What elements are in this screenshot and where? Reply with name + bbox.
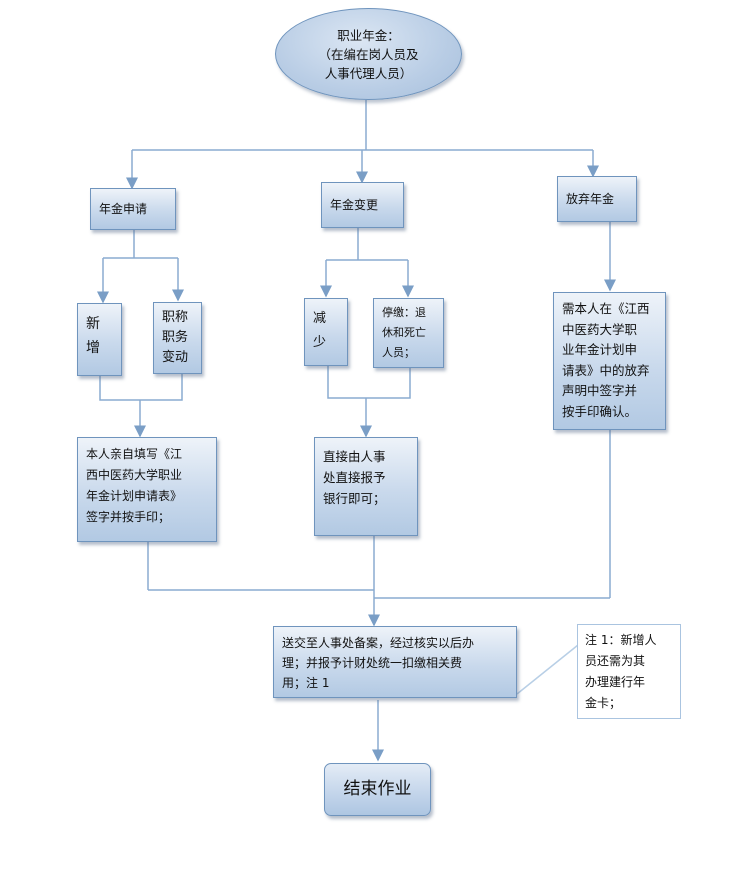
node-annuity-change-label: 年金变更 — [330, 198, 379, 212]
node-decrease: 减 少 — [304, 298, 348, 366]
node-new-hire: 新 增 — [77, 303, 122, 376]
node-title-change: 职称 职务 变动 — [153, 302, 202, 374]
connector-apply-merge — [99, 374, 183, 401]
node-new-hire-label: 新 增 — [86, 316, 100, 356]
note-1: 注 1：新增人 员还需为其 办理建行年 金卡； — [577, 624, 681, 719]
node-submit-to-hr-label: 送交至人事处备案，经过核实以后办 理；并报予计财处统一扣缴相关费 用；注 1 — [282, 636, 475, 690]
node-waive-action-label: 需本人在《江西 中医药大学职 业年金计划申 请表》中的放弃 声明中签字并 按手印… — [562, 301, 650, 419]
node-decrease-label: 减 少 — [313, 311, 327, 350]
node-title-change-label: 职称 职务 变动 — [162, 310, 189, 365]
end-node: 结束作业 — [324, 763, 431, 816]
node-annuity-apply-label: 年金申请 — [99, 202, 148, 216]
connector-change-merge — [327, 366, 411, 399]
node-change-action: 直接由人事 处直接报予 银行即可； — [314, 437, 418, 536]
start-node-occupational-annuity: 职业年金： （在编在岗人员及 人事代理人员） — [275, 8, 462, 100]
node-apply-action-label: 本人亲自填写《江 西中医药大学职业 年金计划申请表》 签字并按手印； — [86, 447, 183, 524]
node-waive-action: 需本人在《江西 中医药大学职 业年金计划申 请表》中的放弃 声明中签字并 按手印… — [553, 292, 666, 430]
node-suspend: 停缴：退 休和死亡 人员； — [373, 298, 444, 368]
connector-bottom-merge — [148, 589, 610, 599]
node-submit-to-hr: 送交至人事处备案，经过核实以后办 理；并报予计财处统一扣缴相关费 用；注 1 — [273, 626, 517, 698]
node-annuity-change: 年金变更 — [321, 182, 404, 228]
node-annuity-waive-label: 放弃年金 — [566, 192, 615, 206]
note-callout-line — [516, 644, 579, 695]
note-1-label: 注 1：新增人 员还需为其 办理建行年 金卡； — [585, 633, 657, 710]
node-change-action-label: 直接由人事 处直接报予 银行即可； — [323, 449, 386, 506]
end-node-label: 结束作业 — [343, 779, 412, 799]
node-annuity-apply: 年金申请 — [90, 188, 176, 230]
node-suspend-label: 停缴：退 休和死亡 人员； — [382, 306, 426, 359]
start-node-label: 职业年金： （在编在岗人员及 人事代理人员） — [318, 28, 419, 81]
node-apply-action: 本人亲自填写《江 西中医药大学职业 年金计划申请表》 签字并按手印； — [77, 437, 217, 542]
node-annuity-waive: 放弃年金 — [557, 176, 637, 222]
